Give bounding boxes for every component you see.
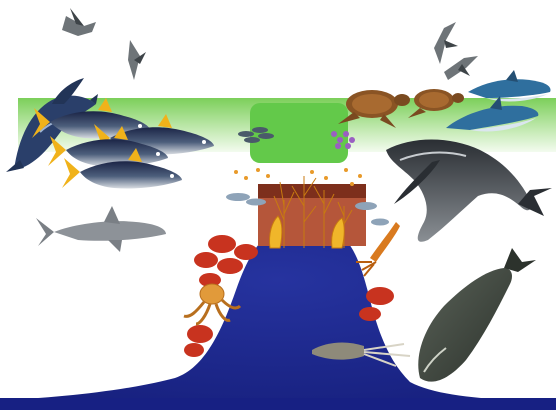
- plankton: [234, 168, 362, 186]
- dolphin: [468, 70, 551, 101]
- reef-cap-top: [258, 184, 366, 198]
- seafloor: [0, 398, 556, 410]
- humpback-whale: [386, 140, 552, 242]
- sperm-whale: [418, 248, 536, 382]
- seabird: [434, 22, 458, 64]
- shark: [36, 206, 166, 252]
- seabird: [62, 8, 96, 36]
- seabird: [128, 40, 146, 80]
- seabird: [444, 56, 478, 80]
